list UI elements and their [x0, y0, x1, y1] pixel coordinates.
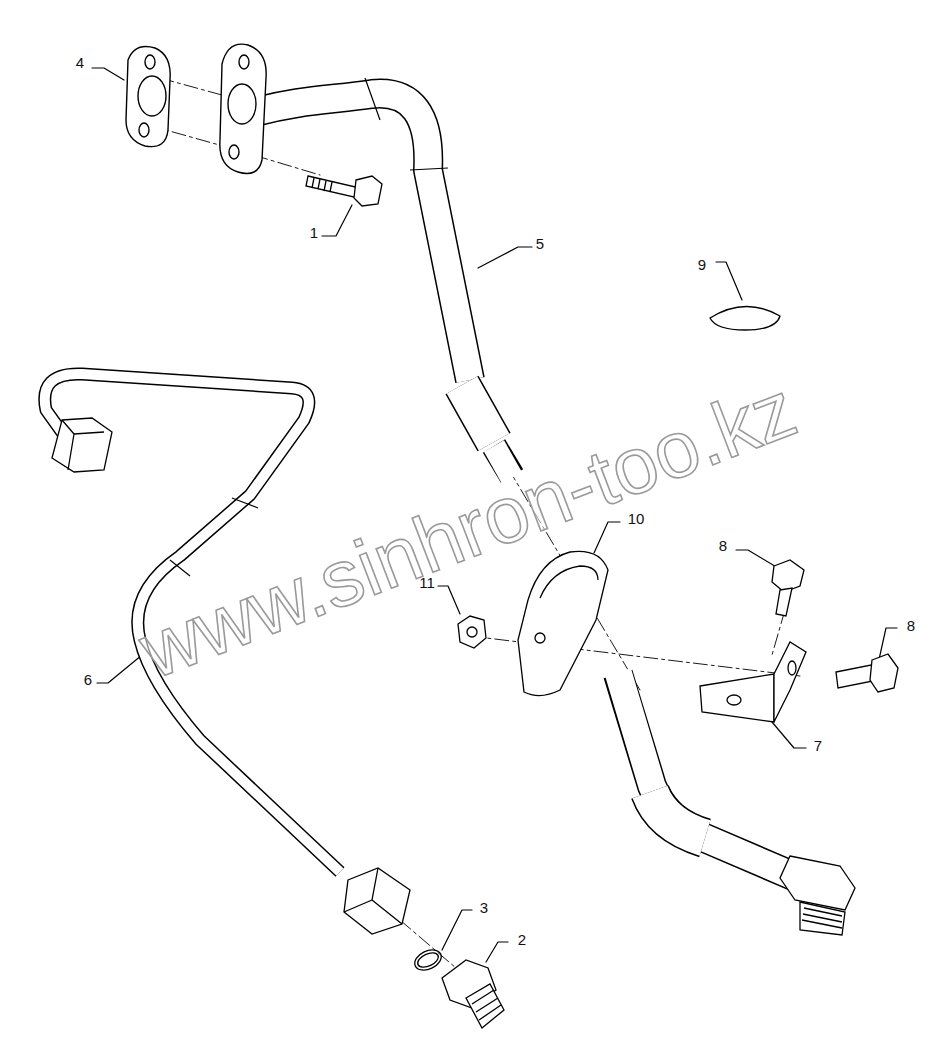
- oil-pipe: [462, 385, 494, 442]
- union-nut: [344, 868, 402, 924]
- connector-fitting: [472, 990, 501, 1020]
- leader-line: [736, 550, 778, 568]
- bolt: [306, 176, 360, 198]
- leader-line: [486, 942, 508, 962]
- pipe-flange: [220, 44, 266, 173]
- gasket: [139, 123, 149, 137]
- connector-fitting: [466, 984, 504, 1028]
- o-ring: [415, 950, 440, 970]
- hex-nut: [458, 616, 486, 648]
- bolt: [306, 176, 382, 206]
- callout-number: 8: [907, 618, 915, 633]
- leader-line: [594, 522, 620, 553]
- leader-line: [772, 722, 806, 748]
- bolt: [354, 176, 382, 206]
- angle-bracket: [727, 695, 741, 705]
- callout-number: 10: [628, 511, 645, 526]
- gasket: [126, 47, 170, 147]
- callout-number: 7: [814, 738, 822, 753]
- leader-line: [716, 262, 742, 300]
- o-ring: [412, 946, 445, 974]
- gasket: [145, 55, 155, 69]
- leader-line: [322, 205, 352, 236]
- oil-pipe: [410, 168, 448, 170]
- oil-pipe: [255, 94, 470, 380]
- oil-pipe: [255, 94, 470, 380]
- callout-number: 1: [310, 225, 318, 240]
- leader-line: [97, 655, 142, 683]
- pipe-flange: [220, 44, 266, 173]
- union-nut: [52, 418, 112, 472]
- pipe-clamp: [518, 551, 608, 695]
- center-line: [772, 610, 785, 655]
- angle-bracket: [700, 674, 774, 722]
- oil-pipe: [650, 792, 705, 838]
- callout-number: 3: [480, 900, 488, 915]
- oil-pipe: [365, 78, 380, 120]
- flange-bolt: [870, 654, 898, 692]
- oil-pipe: [650, 792, 705, 838]
- pipe-clamp: [518, 551, 608, 695]
- leader-line: [442, 910, 472, 950]
- gasket: [126, 47, 170, 147]
- gasket: [138, 76, 166, 116]
- leader-line: [92, 68, 124, 80]
- woodruff-key: [710, 306, 780, 330]
- bolt: [312, 178, 332, 192]
- hex-nut: [458, 616, 486, 648]
- callout-number: 8: [719, 538, 727, 553]
- callout-number: 9: [698, 257, 706, 272]
- connector-fitting: [442, 960, 504, 1028]
- pipe-fitting: [780, 856, 855, 935]
- angle-bracket: [700, 642, 806, 722]
- pipe-fitting: [800, 902, 845, 935]
- callout-number: 5: [536, 236, 544, 251]
- pipe-flange: [228, 84, 256, 124]
- leader-line: [438, 586, 460, 614]
- fuel-pipe: [170, 498, 258, 576]
- leader-line: [92, 68, 897, 962]
- union-nut: [62, 420, 104, 470]
- leader-line: [478, 247, 532, 268]
- pipe-flange: [239, 55, 249, 69]
- flange-bolt: [776, 588, 792, 616]
- union-nut: [344, 868, 410, 934]
- pipe-clamp: [535, 633, 545, 643]
- callout-number: 6: [84, 672, 92, 687]
- hex-nut: [467, 627, 477, 637]
- union-nut: [52, 418, 410, 934]
- flange-bolt: [772, 560, 804, 592]
- woodruff-key: [710, 306, 780, 330]
- callout-number: 2: [518, 932, 526, 947]
- callout-number: 4: [76, 55, 84, 70]
- oil-pipe: [462, 385, 494, 442]
- o-ring: [412, 946, 445, 974]
- pipe-fitting: [802, 908, 842, 928]
- oil-pipe: [618, 672, 798, 878]
- pipe-fitting: [780, 856, 855, 910]
- pipe-clamp: [540, 566, 598, 598]
- angle-bracket: [774, 642, 806, 722]
- flange-bolt: [772, 560, 898, 692]
- angle-bracket: [788, 661, 796, 675]
- pipe-flange: [229, 145, 239, 159]
